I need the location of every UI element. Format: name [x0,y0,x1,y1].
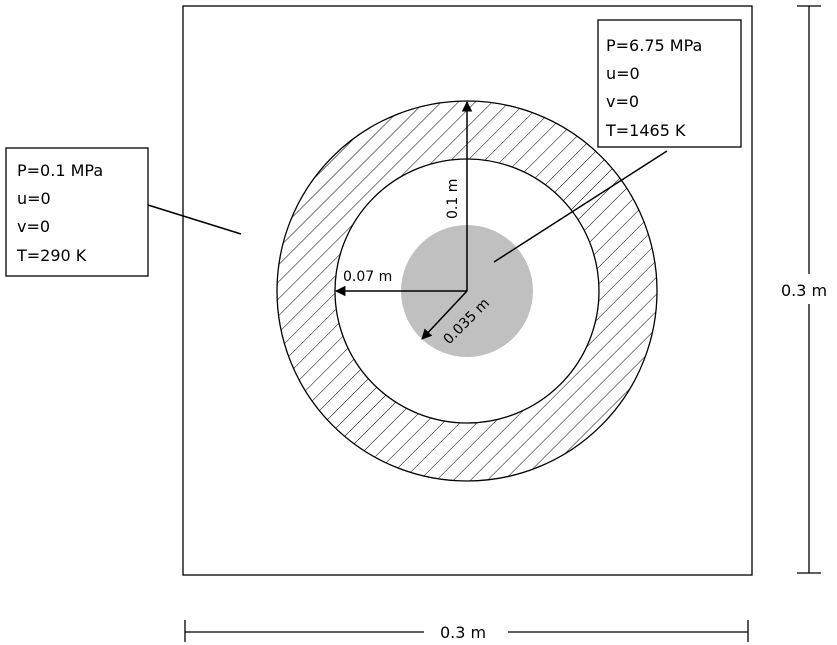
height-dimension-label: 0.3 m [781,281,827,300]
inner-condition-v: v=0 [606,92,639,111]
hatched-annulus [277,101,657,481]
domain-boundary [182,5,753,576]
outer-radius-label: 0.1 m [445,179,461,219]
width-dimension-label: 0.3 m [440,623,486,642]
outer-condition-leader [147,204,242,235]
inner-condition-temperature: T=1465 K [605,121,686,140]
inner-radius-label: 0.07 m [343,269,392,285]
outer-condition-v: v=0 [17,217,50,236]
outer-condition-u: u=0 [17,189,51,208]
inner-condition-leader [493,150,668,263]
outer-condition-box [5,147,149,277]
core-radius-arrow [421,290,468,340]
outer-condition-temperature: T=290 K [16,246,87,265]
inner-condition-pressure: P=6.75 MPa [606,36,702,55]
inner-condition-u: u=0 [606,64,640,83]
outer-condition-pressure: P=0.1 MPa [17,161,103,180]
inner-condition-box [597,19,742,148]
